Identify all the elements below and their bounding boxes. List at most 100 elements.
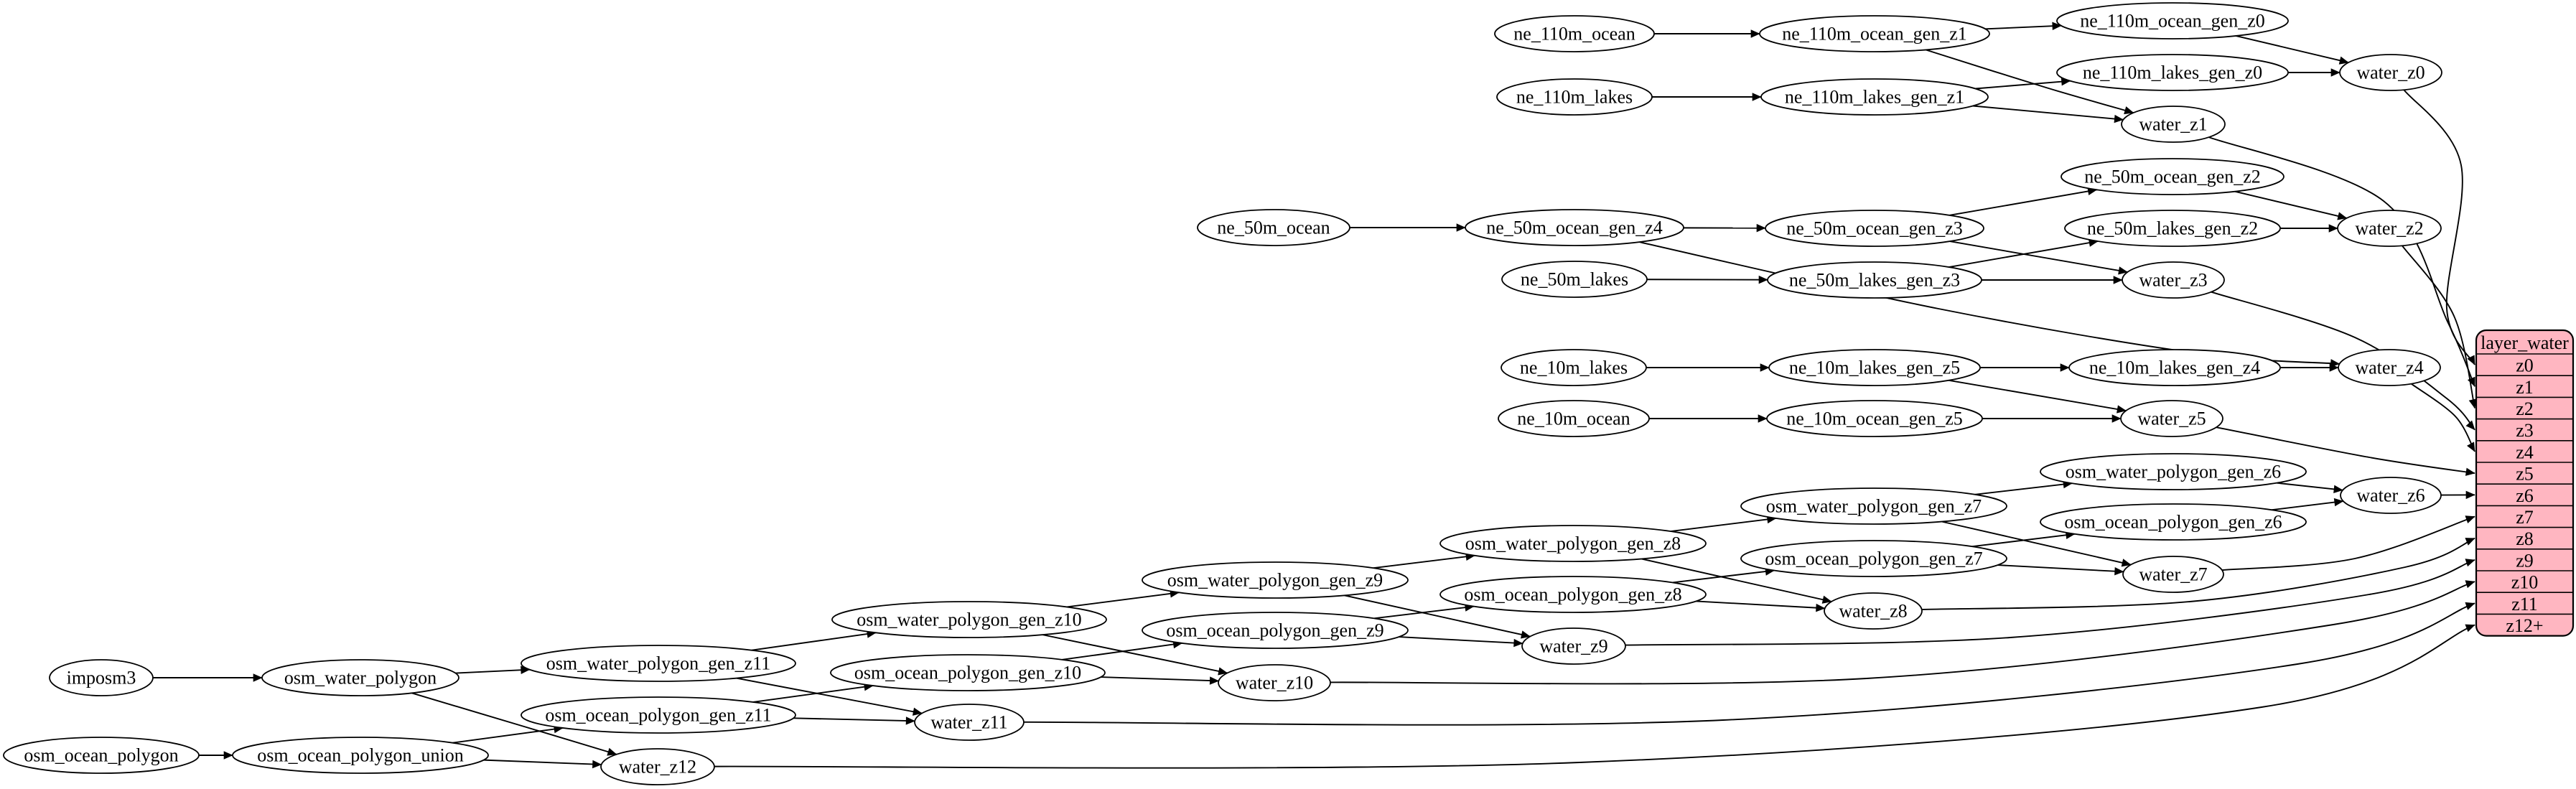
node-ellipse-osm_ocean_polygon_gen_z8 bbox=[1439, 576, 1707, 613]
node-ellipse-osm_water_polygon_gen_z6 bbox=[2040, 453, 2307, 490]
edge-osm_ocean_polygon_gen_z10-to-osm_ocean_polygon_gen_z9 bbox=[1062, 640, 1183, 660]
node-label-ne_50m_lakes: ne_50m_lakes bbox=[1521, 269, 1628, 290]
node-label-ne_50m_ocean_gen_z4: ne_50m_ocean_gen_z4 bbox=[1486, 218, 1662, 238]
record-row-z1: z1 bbox=[2516, 377, 2534, 398]
node-label-osm_ocean_polygon_gen_z6: osm_ocean_polygon_gen_z6 bbox=[2064, 512, 2282, 533]
node-ne_10m_lakes: ne_10m_lakes bbox=[1501, 349, 1647, 386]
node-ellipse-water_z4 bbox=[2338, 349, 2441, 386]
node-ellipse-ne_110m_lakes_gen_z1 bbox=[1760, 78, 1989, 116]
node-ellipse-ne_50m_ocean bbox=[1197, 209, 1350, 246]
edge-water_z12-to-layer_water-z12+ bbox=[714, 624, 2475, 769]
node-ellipse-osm_water_polygon bbox=[261, 659, 459, 696]
node-label-ne_50m_lakes_gen_z2: ne_50m_lakes_gen_z2 bbox=[2087, 218, 2258, 239]
node-water_z4: water_z4 bbox=[2338, 349, 2441, 386]
node-label-ne_110m_ocean_gen_z0: ne_110m_ocean_gen_z0 bbox=[2080, 11, 2265, 32]
node-label-water_z1: water_z1 bbox=[2139, 114, 2207, 135]
node-ellipse-ne_110m_ocean_gen_z0 bbox=[2056, 2, 2289, 39]
edge-water_z2-to-layer_water-z2 bbox=[2402, 245, 2477, 409]
node-label-ne_10m_lakes_gen_z4: ne_10m_lakes_gen_z4 bbox=[2089, 358, 2260, 378]
node-water_z8: water_z8 bbox=[1824, 592, 1923, 630]
node-ellipse-ne_10m_lakes_gen_z4 bbox=[2068, 349, 2281, 386]
node-osm_water_polygon_gen_z10: osm_water_polygon_gen_z10 bbox=[831, 601, 1107, 638]
node-ellipse-water_z9 bbox=[1521, 627, 1626, 665]
node-ellipse-osm_water_polygon_gen_z10 bbox=[831, 601, 1107, 638]
node-label-water_z6: water_z6 bbox=[2356, 485, 2425, 506]
node-label-osm_water_polygon_gen_z11: osm_water_polygon_gen_z11 bbox=[546, 653, 770, 674]
node-ellipse-water_z10 bbox=[1218, 664, 1331, 701]
node-ellipse-water_z2 bbox=[2337, 210, 2442, 247]
node-ellipse-osm_ocean_polygon_gen_z7 bbox=[1740, 540, 2007, 577]
node-osm_water_polygon_gen_z11: osm_water_polygon_gen_z11 bbox=[521, 645, 796, 682]
edge-osm_ocean_polygon_union-to-osm_ocean_polygon_gen_z11 bbox=[452, 724, 564, 744]
node-water_z0: water_z0 bbox=[2339, 54, 2442, 91]
node-ellipse-ne_10m_ocean bbox=[1498, 400, 1650, 437]
record-row-z10: z10 bbox=[2511, 572, 2539, 593]
node-label-osm_water_polygon_gen_z8: osm_water_polygon_gen_z8 bbox=[1465, 533, 1681, 554]
node-water_z10: water_z10 bbox=[1218, 664, 1331, 701]
node-ellipse-water_z0 bbox=[2339, 54, 2442, 91]
node-label-ne_110m_lakes: ne_110m_lakes bbox=[1516, 87, 1633, 108]
record-layer: layer_waterz0z1z2z3z4z5z6z7z8z9z10z11z12… bbox=[2475, 329, 2575, 637]
node-water_z9: water_z9 bbox=[1521, 627, 1626, 665]
node-osm_water_polygon_gen_z8: osm_water_polygon_gen_z8 bbox=[1439, 525, 1707, 562]
edges-layer bbox=[153, 22, 2477, 769]
node-ellipse-water_z6 bbox=[2340, 477, 2442, 514]
node-ellipse-ne_50m_lakes_gen_z3 bbox=[1767, 261, 1982, 299]
record-row-z4: z4 bbox=[2516, 442, 2534, 462]
node-ellipse-ne_50m_ocean_gen_z4 bbox=[1465, 209, 1684, 246]
node-label-water_z11: water_z11 bbox=[930, 712, 1007, 733]
node-label-osm_ocean_polygon_gen_z9: osm_ocean_polygon_gen_z9 bbox=[1166, 620, 1383, 641]
edge-ne_110m_lakes_gen_z1-to-water_z1 bbox=[1972, 105, 2124, 123]
node-water_z5: water_z5 bbox=[2120, 400, 2223, 437]
node-osm_ocean_polygon_union: osm_ocean_polygon_union bbox=[232, 737, 489, 774]
node-label-osm_water_polygon_gen_z6: osm_water_polygon_gen_z6 bbox=[2066, 462, 2281, 482]
node-ellipse-ne_110m_lakes bbox=[1496, 78, 1653, 116]
node-label-ne_110m_ocean_gen_z1: ne_110m_ocean_gen_z1 bbox=[1782, 24, 1967, 45]
edge-osm_water_polygon_gen_z9-to-water_z9 bbox=[1344, 594, 1531, 639]
record-row-z6: z6 bbox=[2516, 485, 2534, 506]
edge-ne_110m_ocean_gen_z0-to-water_z0 bbox=[2236, 34, 2349, 65]
node-label-water_z7: water_z7 bbox=[2139, 564, 2207, 585]
node-osm_ocean_polygon_gen_z8: osm_ocean_polygon_gen_z8 bbox=[1439, 576, 1707, 613]
node-label-osm_ocean_polygon_union: osm_ocean_polygon_union bbox=[257, 745, 463, 766]
node-imposm3: imposm3 bbox=[49, 659, 154, 696]
edge-ne_50m_ocean_gen_z3-to-water_z3 bbox=[1949, 241, 2128, 275]
node-ne_110m_ocean_gen_z1: ne_110m_ocean_gen_z1 bbox=[1759, 15, 1990, 52]
node-osm_ocean_polygon_gen_z6: osm_ocean_polygon_gen_z6 bbox=[2040, 503, 2307, 541]
node-ne_10m_ocean: ne_10m_ocean bbox=[1498, 400, 1650, 437]
node-water_z1: water_z1 bbox=[2121, 106, 2226, 143]
node-ellipse-osm_ocean_polygon_gen_z6 bbox=[2040, 503, 2307, 541]
node-ellipse-water_z8 bbox=[1824, 592, 1923, 630]
node-osm_ocean_polygon_gen_z10: osm_ocean_polygon_gen_z10 bbox=[830, 654, 1106, 691]
node-label-osm_ocean_polygon_gen_z8: osm_ocean_polygon_gen_z8 bbox=[1464, 584, 1681, 605]
edge-osm_ocean_polygon_gen_z8-to-water_z8 bbox=[1696, 600, 1826, 612]
node-label-osm_water_polygon_gen_z7: osm_water_polygon_gen_z7 bbox=[1766, 496, 1982, 517]
node-water_z12: water_z12 bbox=[600, 748, 715, 785]
node-ellipse-water_z12 bbox=[600, 748, 715, 785]
record-box bbox=[2475, 329, 2575, 637]
edge-water_z8-to-layer_water-z8 bbox=[1921, 537, 2475, 610]
edge-ne_110m_lakes_gen_z1-to-ne_110m_lakes_gen_z0 bbox=[1975, 77, 2071, 90]
node-label-osm_ocean_polygon_gen_z11: osm_ocean_polygon_gen_z11 bbox=[545, 705, 771, 726]
node-ne_10m_lakes_gen_z5: ne_10m_lakes_gen_z5 bbox=[1768, 349, 1981, 386]
edge-osm_water_polygon_gen_z10-to-osm_water_polygon_gen_z9 bbox=[1066, 589, 1180, 608]
edge-osm_ocean_polygon_gen_z6-to-water_z6 bbox=[2272, 498, 2344, 511]
node-ellipse-ne_50m_ocean_gen_z3 bbox=[1765, 210, 1984, 247]
edge-ne_110m_ocean_gen_z1-to-ne_110m_ocean_gen_z0 bbox=[1985, 22, 2062, 30]
node-ne_10m_ocean_gen_z5: ne_10m_ocean_gen_z5 bbox=[1766, 400, 1983, 437]
node-label-water_z9: water_z9 bbox=[1539, 636, 1607, 657]
record-row-z3: z3 bbox=[2516, 420, 2534, 441]
node-water_z2: water_z2 bbox=[2337, 210, 2442, 247]
node-ellipse-ne_110m_lakes_gen_z0 bbox=[2056, 54, 2289, 91]
edge-osm_water_polygon_gen_z7-to-osm_water_polygon_gen_z6 bbox=[1974, 480, 2073, 495]
node-label-ne_10m_ocean_gen_z5: ne_10m_ocean_gen_z5 bbox=[1786, 408, 1962, 429]
edge-osm_ocean_polygon_gen_z7-to-water_z7 bbox=[1997, 564, 2124, 576]
node-ne_50m_lakes_gen_z2: ne_50m_lakes_gen_z2 bbox=[2064, 210, 2281, 247]
node-ellipse-ne_10m_ocean_gen_z5 bbox=[1766, 400, 1983, 437]
node-label-ne_50m_lakes_gen_z3: ne_50m_lakes_gen_z3 bbox=[1789, 270, 1960, 291]
node-ne_50m_ocean: ne_50m_ocean bbox=[1197, 209, 1350, 246]
node-ellipse-osm_ocean_polygon_union bbox=[232, 737, 489, 774]
edge-osm_water_polygon_gen_z10-to-water_z10 bbox=[1042, 634, 1228, 676]
